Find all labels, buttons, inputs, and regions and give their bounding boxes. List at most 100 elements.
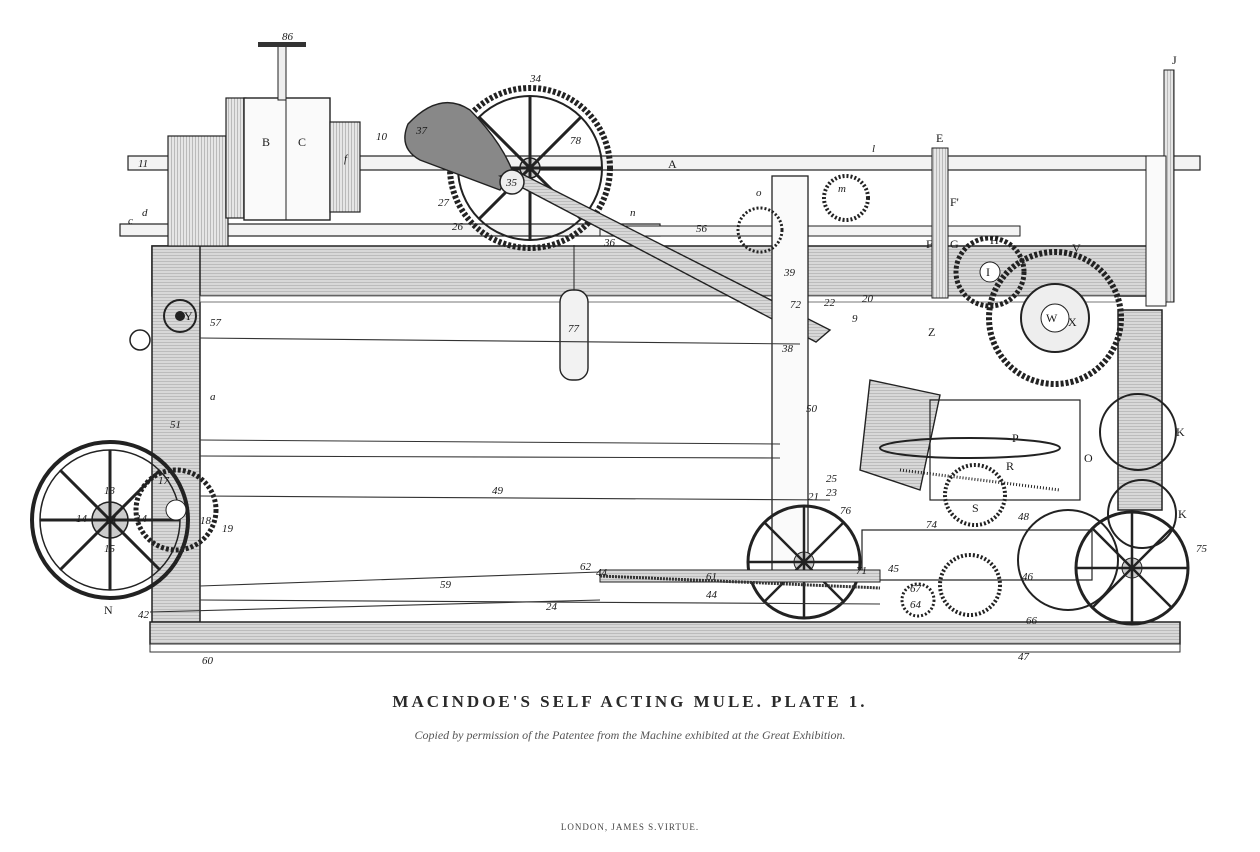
label-25: 25 (826, 473, 838, 485)
label-23: 23 (826, 487, 838, 499)
label-44: 44 (596, 567, 608, 579)
label-W: W (1046, 311, 1058, 325)
label-X: X (1068, 315, 1077, 329)
label-G: G (950, 237, 959, 251)
label-Z: Z (928, 325, 935, 339)
pulley-Y (129, 299, 197, 351)
label-66: 66 (1026, 615, 1038, 627)
label-44-lower: 44 (706, 589, 718, 601)
label-64: 64 (910, 599, 922, 611)
label-o: o (756, 187, 762, 199)
label-26: 26 (452, 221, 464, 233)
weight-77 (559, 245, 589, 381)
label-48: 48 (1018, 511, 1030, 523)
label-49: 49 (492, 485, 504, 497)
label-N: N (104, 603, 113, 617)
label-9: 9 (852, 313, 858, 325)
label-62: 62 (580, 561, 592, 573)
plate-subtitle: Copied by permission of the Patentee fro… (414, 728, 846, 742)
label-72: 72 (790, 299, 802, 311)
cords (149, 337, 881, 613)
label-E: E (936, 131, 943, 145)
label-39: 39 (783, 267, 796, 279)
label-J: J (1172, 53, 1177, 67)
carriage-wheel-right (1074, 510, 1190, 626)
counterweight-arm (404, 101, 832, 343)
label-42: 42 (138, 609, 150, 621)
publisher-line: LONDON, JAMES S.VIRTUE. (560, 822, 700, 832)
label-21: 21 (808, 491, 819, 503)
label-37: 37 (415, 125, 428, 137)
label-V: V (1072, 241, 1081, 255)
label-19: 19 (222, 523, 234, 535)
carriage-wheel-left (746, 504, 862, 620)
label-76: 76 (840, 505, 852, 517)
label-A: A (668, 157, 677, 171)
label-38: 38 (781, 343, 794, 355)
label-86: 86 (282, 31, 294, 43)
label-27: 27 (438, 197, 450, 209)
label-H: H (990, 233, 999, 247)
label-60: 60 (202, 655, 214, 667)
label-C: C (298, 135, 306, 149)
label-P: P (1012, 431, 1019, 445)
label-36: 36 (603, 237, 616, 249)
label-67: 67 (910, 583, 922, 595)
label-61: 61 (706, 571, 717, 583)
right-gears (736, 147, 1124, 387)
drive-wheel-M (30, 440, 219, 600)
label-n: n (630, 207, 636, 219)
label-71: 71 (856, 565, 867, 577)
label-47: 47 (1018, 651, 1030, 663)
label-75: 75 (1196, 543, 1208, 555)
label-a: a (210, 391, 216, 403)
label-S: S (972, 501, 979, 515)
label-77: 77 (568, 323, 580, 335)
label-35: 35 (505, 177, 518, 189)
label-d: d (142, 207, 148, 219)
headstock (167, 42, 361, 247)
label-Y: Y (184, 309, 193, 323)
label-20: 20 (862, 293, 874, 305)
label-11: 11 (138, 158, 148, 170)
label-l: l (872, 143, 875, 155)
label-14-right: 14 (136, 513, 148, 525)
quadrant-assembly (859, 379, 1081, 527)
label-15: 15 (104, 543, 116, 555)
label-51: 51 (170, 419, 181, 431)
label-46: 46 (1022, 571, 1034, 583)
label-24: 24 (546, 601, 558, 613)
label-34: 34 (529, 73, 542, 85)
label-13: 13 (104, 485, 116, 497)
label-74: 74 (926, 519, 938, 531)
label-50: 50 (806, 403, 818, 415)
label-m: m (838, 183, 846, 195)
label-K-lower: K (1178, 507, 1187, 521)
label-I: I (986, 265, 990, 279)
label-M: M (106, 513, 117, 527)
post-J (1145, 69, 1175, 307)
part-labels: 86 34 J 11 B C f 10 37 78 A l E m o F' c… (76, 31, 1208, 667)
label-O: O (1084, 451, 1093, 465)
label-R: R (1006, 459, 1014, 473)
upright-39 (771, 175, 809, 577)
label-22: 22 (824, 297, 836, 309)
label-17: 17 (158, 475, 170, 487)
carriage-wheel-middle (900, 509, 1119, 618)
label-59: 59 (440, 579, 452, 591)
label-18: 18 (200, 515, 212, 527)
label-10: 10 (376, 131, 388, 143)
plate-title: MACINDOE'S SELF ACTING MULE. PLATE 1. (392, 692, 868, 711)
label-B: B (262, 135, 270, 149)
label-c: c (128, 215, 133, 227)
label-56: 56 (696, 223, 708, 235)
right-pulleys-K (1099, 393, 1177, 549)
label-14-left: 14 (76, 513, 88, 525)
label-F-prime: F' (950, 195, 959, 209)
label-45: 45 (888, 563, 900, 575)
label-K: K (1176, 425, 1185, 439)
label-F: F (926, 237, 933, 251)
label-57: 57 (210, 317, 222, 329)
label-f: f (344, 153, 349, 165)
